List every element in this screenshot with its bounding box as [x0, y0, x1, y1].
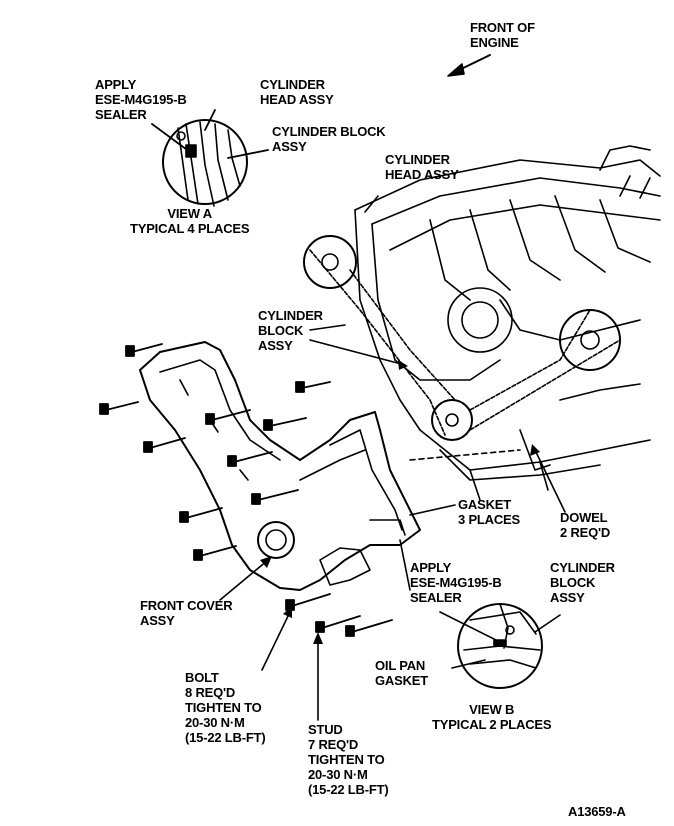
bolt-fasteners — [99, 343, 393, 637]
label-front-of-engine: FRONT OF ENGINE — [470, 20, 535, 50]
label-cylinder-block-assy-a: CYLINDER BLOCK ASSY — [272, 124, 386, 154]
label-apply-sealer-b: APPLY ESE-M4G195-B SEALER — [410, 560, 502, 605]
label-view-b: VIEW B TYPICAL 2 PLACES — [432, 702, 552, 732]
leader-lines — [219, 195, 566, 721]
label-dowel: DOWEL 2 REQ'D — [560, 510, 611, 540]
view-b-detail — [457, 603, 543, 689]
label-bolt-spec: BOLT 8 REQ'D TIGHTEN TO 20-30 N·m (15-22… — [185, 670, 266, 745]
label-apply-sealer-a: APPLY ESE-M4G195-B SEALER — [95, 77, 187, 122]
label-view-a: VIEW A TYPICAL 4 PLACES — [130, 206, 250, 236]
label-cylinder-block-assy-b: CYLINDER BLOCK ASSY — [550, 560, 615, 605]
front-cover — [139, 341, 421, 591]
label-gasket: GASKET 3 PLACES — [458, 497, 520, 527]
label-front-cover-assy: FRONT COVER ASSY — [140, 598, 233, 628]
engine-block — [303, 145, 661, 501]
label-cylinder-head-assy-a: CYLINDER HEAD ASSY — [260, 77, 334, 107]
label-cylinder-head-assy-main: CYLINDER HEAD ASSY — [385, 152, 459, 182]
label-stud-spec: STUD 7 REQ'D TIGHTEN TO 20-30 N·m (15-22… — [308, 722, 389, 797]
front-of-engine-arrow — [447, 54, 491, 77]
label-oil-pan-gasket: OIL PAN GASKET — [375, 658, 428, 688]
figure-id: A13659-A — [568, 804, 626, 819]
label-cylinder-block-assy-main: CYLINDER BLOCK ASSY — [258, 308, 323, 353]
view-a-detail — [151, 109, 269, 207]
